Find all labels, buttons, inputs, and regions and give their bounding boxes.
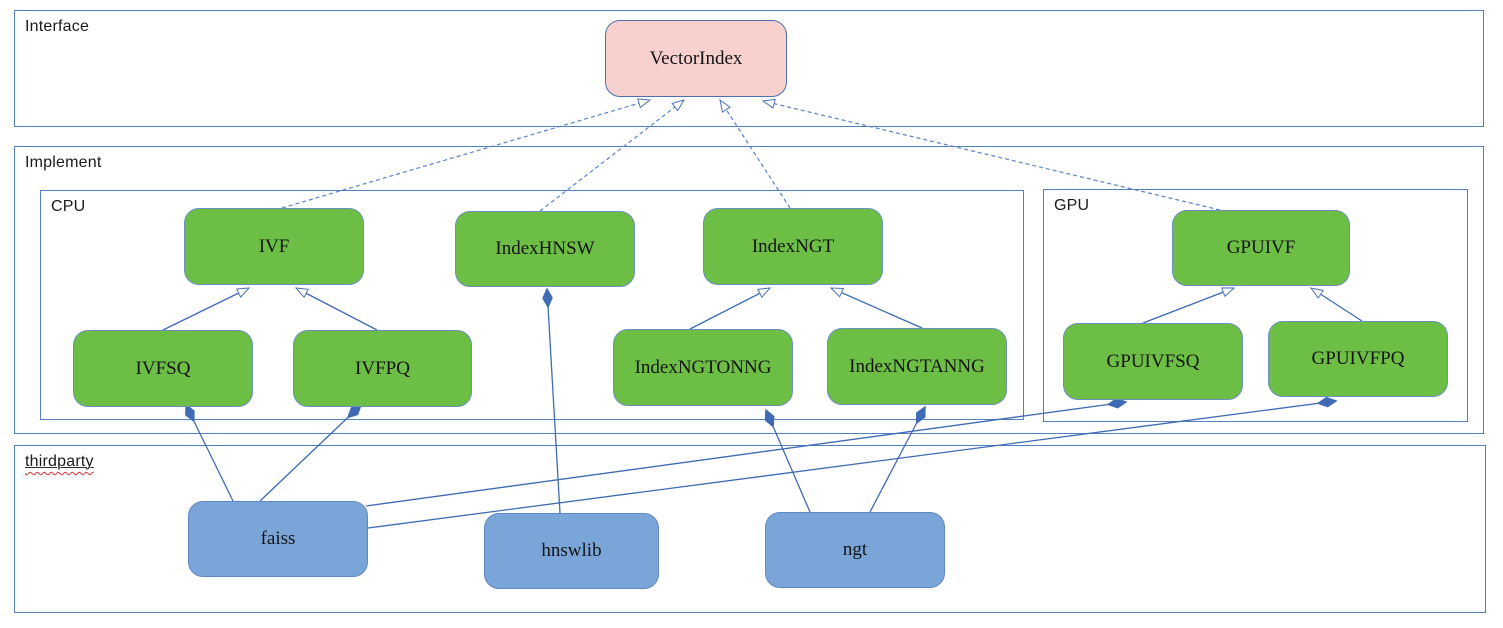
implement-container-label: Implement	[25, 154, 102, 171]
node-vectorindex: VectorIndex	[605, 20, 787, 97]
node-ngt: ngt	[765, 512, 945, 588]
node-vectorindex-label: VectorIndex	[649, 47, 743, 69]
node-hnswlib: hnswlib	[484, 513, 659, 589]
node-ivf: IVF	[184, 208, 364, 285]
node-gpuivf: GPUIVF	[1172, 210, 1350, 286]
node-indexngtanng-label: IndexNGTANNG	[849, 355, 985, 377]
node-ivfpq: IVFPQ	[293, 330, 472, 407]
node-gpuivfpq-label: GPUIVFPQ	[1311, 348, 1405, 369]
gpu-container-label: GPU	[1054, 197, 1090, 214]
cpu-container-label: CPU	[51, 198, 86, 215]
thirdparty-container-label: thirdparty	[25, 453, 94, 471]
interface-container-label: Interface	[25, 18, 90, 35]
node-ngt-label: ngt	[842, 539, 868, 560]
node-indexhnsw-label: IndexHNSW	[495, 238, 595, 259]
node-gpuivf-label: GPUIVF	[1226, 237, 1296, 258]
node-gpuivfsq-label: GPUIVFSQ	[1106, 350, 1200, 372]
node-indexngtonng-label: IndexNGTONNG	[634, 356, 772, 378]
node-gpuivfpq: GPUIVFPQ	[1268, 321, 1448, 397]
node-ivfsq: IVFSQ	[73, 330, 253, 407]
node-faiss: faiss	[188, 501, 368, 577]
node-indexhnsw: IndexHNSW	[455, 211, 635, 287]
node-gpuivfsq: GPUIVFSQ	[1063, 323, 1243, 400]
node-faiss-label: faiss	[260, 528, 296, 549]
node-hnswlib-label: hnswlib	[541, 540, 602, 561]
node-indexngt: IndexNGT	[703, 208, 883, 285]
node-ivfsq-label: IVFSQ	[135, 357, 191, 379]
node-indexngtanng: IndexNGTANNG	[827, 328, 1007, 405]
node-indexngtonng: IndexNGTONNG	[613, 329, 793, 406]
node-indexngt-label: IndexNGT	[751, 235, 835, 257]
thirdparty-label-text: thirdparty	[25, 453, 94, 470]
node-ivf-label: IVF	[258, 235, 290, 257]
node-ivfpq-label: IVFPQ	[355, 357, 410, 379]
